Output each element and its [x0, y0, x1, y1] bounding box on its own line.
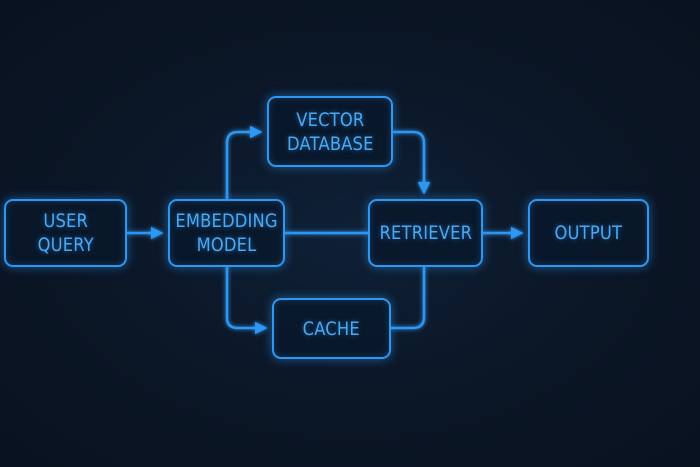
edge-cache-to-retriever — [389, 265, 426, 330]
node-retriever: RETRIEVER — [368, 199, 483, 267]
node-vector-database-label: VECTOR DATABASE — [286, 108, 374, 155]
node-embedding-model: EMBEDDING MODEL — [168, 199, 285, 267]
node-user-query: USER QUERY — [4, 199, 127, 267]
node-embedding-model-label: EMBEDDING MODEL — [175, 210, 278, 256]
node-vector-database: VECTOR DATABASE — [267, 96, 393, 167]
node-user-query-label: USER QUERY — [37, 210, 94, 256]
node-output: OUTPUT — [528, 199, 649, 267]
node-cache: CACHE — [272, 298, 391, 359]
node-output-label: OUTPUT — [554, 222, 623, 244]
node-retriever-label: RETRIEVER — [379, 222, 472, 244]
node-cache-label: CACHE — [302, 317, 361, 340]
edge-embedding-to-cache — [225, 265, 268, 335]
edge-vector-database-to-retriever — [391, 130, 431, 195]
edge-embedding-to-vector-database — [225, 125, 263, 201]
